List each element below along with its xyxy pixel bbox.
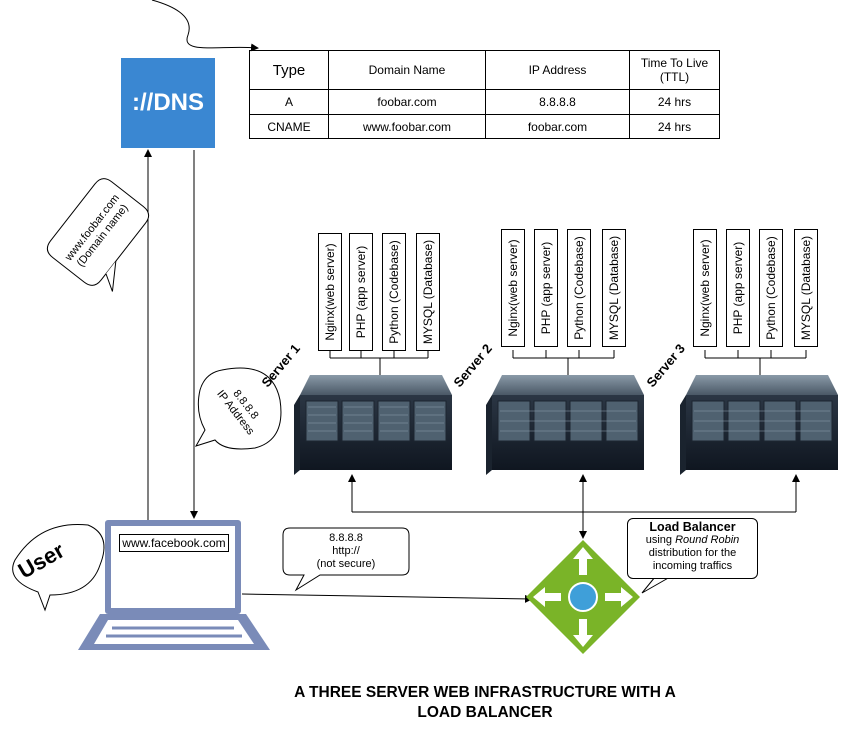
table-cell: foobar.com xyxy=(485,114,630,139)
service-box: Nginx(web server) xyxy=(693,229,717,347)
callout-line: (not secure) xyxy=(316,558,376,570)
service-box: Nginx(web server) xyxy=(318,233,342,351)
lb-line-1-emphasis: Round Robin xyxy=(675,534,740,546)
callout-line: http:// xyxy=(332,545,360,557)
service-label: Nginx(web server) xyxy=(506,239,520,337)
table-header: Time To Live (TTL) xyxy=(629,50,720,90)
callout-domain-request xyxy=(46,178,150,292)
table-cell: 24 hrs xyxy=(629,114,720,139)
lb-line-2: distribution for the xyxy=(648,547,737,559)
callout-line: 8.8.8.8 xyxy=(329,532,363,544)
server-2-rack xyxy=(486,375,644,475)
callout-http-request xyxy=(282,527,410,592)
caption-line-1: A THREE SERVER WEB INFRASTRUCTURE WITH A xyxy=(294,684,676,701)
caption-line-2: LOAD BALANCER xyxy=(417,704,553,721)
dns-server: ://DNS xyxy=(121,58,215,148)
service-label: PHP (app server) xyxy=(354,245,368,339)
table-cell: CNAME xyxy=(249,114,329,139)
callout-user xyxy=(12,523,105,612)
service-label: Python (Codebase) xyxy=(387,240,401,344)
server-3-rack xyxy=(680,375,838,475)
table-header: Type xyxy=(249,50,329,90)
service-box: MYSQL (Database) xyxy=(794,229,818,347)
lb-title: Load Balancer xyxy=(649,520,736,534)
lb-line-3: incoming traffics xyxy=(652,560,733,572)
load-balancer-icon xyxy=(526,540,640,654)
table-cell: A xyxy=(249,89,329,115)
callout-http-text: 8.8.8.8 http:// (not secure) xyxy=(290,532,402,571)
service-label: Nginx(web server) xyxy=(698,239,712,337)
table-row: A foobar.com 8.8.8.8 24 hrs xyxy=(249,89,720,115)
service-box: MYSQL (Database) xyxy=(416,233,440,351)
service-label: MYSQL (Database) xyxy=(421,239,435,345)
server-3-service-links xyxy=(704,350,807,380)
table-header: Domain Name xyxy=(328,50,486,90)
server-1-rack xyxy=(294,375,452,475)
diagram-caption: A THREE SERVER WEB INFRASTRUCTURE WITH A… xyxy=(200,683,770,723)
table-header-row: Type Domain Name IP Address Time To Live… xyxy=(249,50,720,90)
dns-records-table: Type Domain Name IP Address Time To Live… xyxy=(249,50,720,139)
service-box: Python (Codebase) xyxy=(567,229,591,347)
table-header: IP Address xyxy=(485,50,630,90)
service-label: MYSQL (Database) xyxy=(607,235,621,341)
service-box: PHP (app server) xyxy=(726,229,750,347)
callout-ip-response xyxy=(194,367,282,450)
service-label: Nginx(web server) xyxy=(323,243,337,341)
table-cell: 8.8.8.8 xyxy=(485,89,630,115)
service-box: Nginx(web server) xyxy=(501,229,525,347)
service-box: Python (Codebase) xyxy=(382,233,406,351)
service-box: MYSQL (Database) xyxy=(602,229,626,347)
table-cell: www.foobar.com xyxy=(328,114,486,139)
dns-label: ://DNS xyxy=(132,89,204,116)
service-box: PHP (app server) xyxy=(534,229,558,347)
arrow-user-to-lb xyxy=(241,593,533,603)
service-box: PHP (app server) xyxy=(349,233,373,351)
service-label: PHP (app server) xyxy=(539,241,553,335)
server-2-service-links xyxy=(512,350,615,380)
dns-table-connector xyxy=(151,0,259,52)
lb-callout-tail xyxy=(641,576,671,594)
table-cell: 24 hrs xyxy=(629,89,720,115)
table-cell: foobar.com xyxy=(328,89,486,115)
lb-line-1-text: using xyxy=(645,534,676,546)
lb-line-1: using Round Robin xyxy=(628,534,757,547)
service-label: Python (Codebase) xyxy=(572,236,586,340)
table-row: CNAME www.foobar.com foobar.com 24 hrs xyxy=(249,114,720,139)
service-label: PHP (app server) xyxy=(731,241,745,335)
browser-url-field: www.facebook.com xyxy=(119,534,229,552)
service-label: MYSQL (Database) xyxy=(799,235,813,341)
service-box: Python (Codebase) xyxy=(759,229,783,347)
load-balancer-description: Load Balancer using Round Robin distribu… xyxy=(627,518,758,579)
service-label: Python (Codebase) xyxy=(764,236,778,340)
